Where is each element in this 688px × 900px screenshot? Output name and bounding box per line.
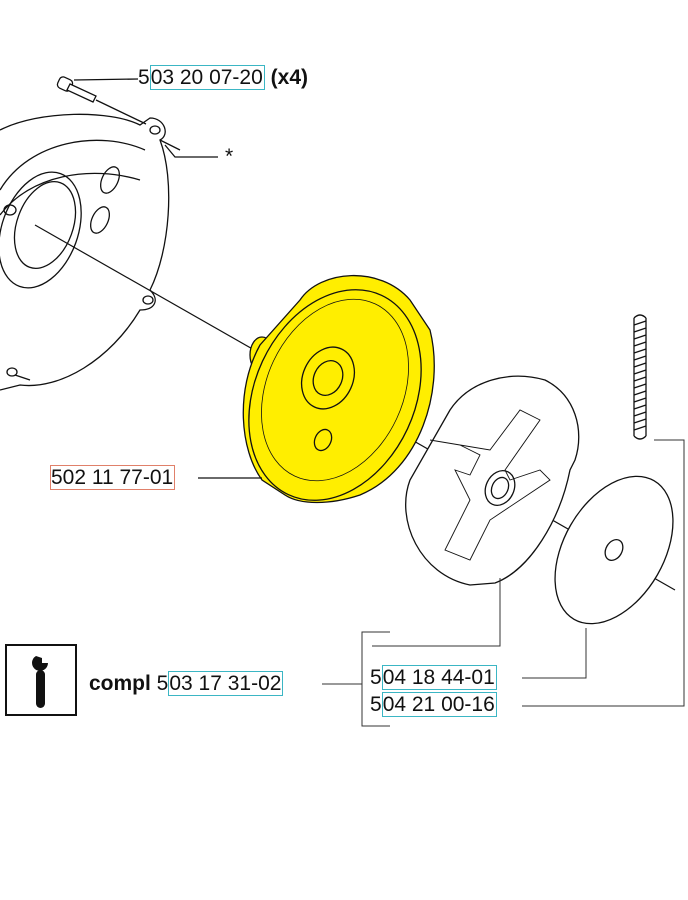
washer-part-number[interactable]: 04 18 44-01: [381, 665, 497, 690]
clutch-complete-part-number[interactable]: 03 17 31-02: [168, 671, 284, 696]
clutch-drum-label[interactable]: 502 11 77-01: [50, 465, 176, 490]
spring-part-number[interactable]: 04 21 00-16: [381, 692, 497, 717]
washer-part: [554, 475, 674, 625]
clutch-drum-part-number[interactable]: 502 11 77-01: [50, 465, 176, 490]
clutch-drum-part: [242, 274, 435, 504]
washer-label[interactable]: 504 18 44-01: [370, 665, 497, 690]
screw-part: [56, 76, 147, 125]
wrench-icon: [5, 644, 77, 716]
screw-part-number[interactable]: 03 20 07-20: [149, 65, 265, 90]
clutch-cover-part: [0, 113, 218, 391]
spring-part: [633, 314, 647, 440]
screw-part-label[interactable]: 503 20 07-20 (x4): [138, 65, 308, 90]
housing-note-marker: *: [225, 145, 234, 168]
spring-label[interactable]: 504 21 00-16: [370, 692, 497, 717]
clutch-complete-label[interactable]: compl 503 17 31-02: [89, 671, 284, 696]
clutch-shoes-part: [405, 375, 580, 586]
clutch-complete-prefix: compl: [89, 672, 151, 695]
screw-quantity: (x4): [270, 66, 308, 89]
